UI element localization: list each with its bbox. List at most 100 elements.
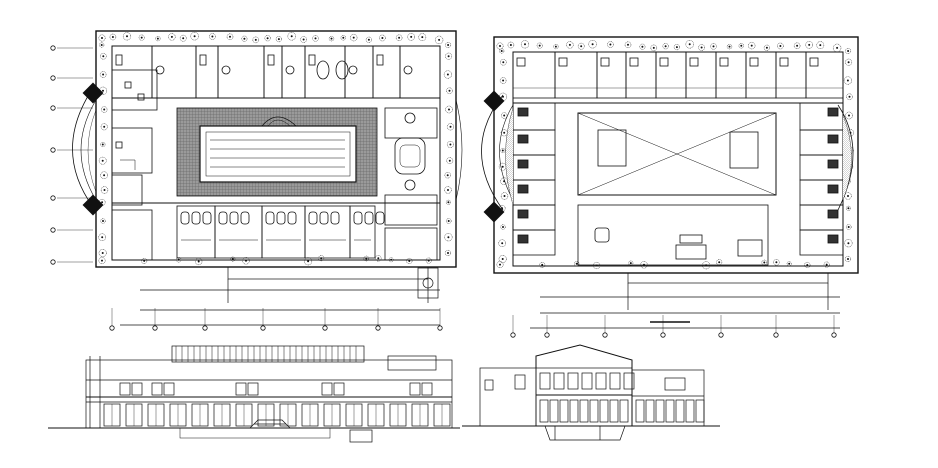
bed-icon [517,209,529,219]
tree-icon [98,249,107,257]
tree-icon [242,257,250,265]
plan-right-side-rooms [512,102,844,256]
window [581,372,593,390]
fixture [749,57,759,67]
tree-icon [574,261,580,267]
tree-icon [99,42,105,48]
bed-icon [827,134,839,144]
plan-left-top-rooms [111,45,441,99]
tree-icon [444,186,452,194]
room [111,45,153,99]
plan-left [50,30,463,331]
window [549,399,559,423]
fixture [353,211,363,225]
tree-icon [624,41,632,49]
fixture [202,211,212,225]
tree-icon [507,41,515,49]
tree-icon [445,105,453,114]
section-left-wing [479,367,537,427]
window [645,399,655,423]
plan-left-driveway [120,266,440,326]
window [695,399,705,423]
tree-icon [155,36,161,42]
grid-marker [831,332,837,338]
grid-marker [322,325,328,331]
tree-icon [499,48,505,54]
lobby-hall [577,204,769,266]
tree-icon [287,32,296,41]
fixture [403,65,413,75]
tree-icon [444,233,453,242]
tree-icon [673,44,680,51]
curved-entrance-left [72,87,94,208]
window [609,372,621,390]
elevation-left [48,345,460,443]
tree-icon [445,42,452,48]
corner-column-top [483,90,505,112]
window [421,382,433,396]
tree-icon [805,41,813,49]
tree-icon [710,43,717,50]
window [333,382,345,396]
tree-icon [498,239,506,247]
tree-icon [241,35,248,42]
elevation-roof-bars [175,346,357,362]
grid-marker [202,325,208,331]
fixture [240,211,250,225]
window [163,382,175,396]
window [553,372,565,390]
tree-icon [99,71,107,78]
grid-marker [50,227,56,233]
room [261,205,306,259]
grid-marker [50,105,56,111]
window [151,382,163,396]
tree-icon [230,256,236,262]
tree-icon [98,156,107,165]
tree-icon [407,33,415,41]
tree-icon [845,205,851,211]
plan-right-grid-markers [510,315,837,338]
tree-icon [406,257,413,265]
tree-icon [499,77,507,84]
room [195,45,219,99]
room [217,45,265,99]
tree-icon [500,147,506,154]
bed-icon [827,107,839,117]
fixture [779,57,789,67]
tree-icon [425,257,432,264]
room [805,51,844,99]
room-right [799,102,844,131]
window [655,399,665,423]
room [685,51,717,99]
plan-right [481,36,859,338]
tree-icon [501,112,508,119]
fixture [600,57,610,67]
tree-icon [845,58,853,66]
tree-icon [328,35,335,42]
plan-right-tree-border [496,40,855,270]
tree-icon [446,141,454,148]
window [321,382,333,396]
tree-icon [685,40,694,49]
fixture [199,54,207,66]
plan-right-top-rooms [512,51,844,104]
swimming-pool [199,125,357,183]
tree-icon [312,35,319,42]
window [119,382,131,396]
grid-marker [50,259,56,265]
window [567,372,579,390]
section-right [462,344,720,441]
tree-icon [98,233,106,241]
room [372,45,401,99]
fixture [267,54,275,66]
tree-icon [252,36,260,44]
tree-icon [445,218,452,224]
grid-marker [602,332,608,338]
tree-icon [98,198,106,206]
pool-lane-lines [210,139,345,168]
tree-icon [536,42,543,49]
tree-icon [350,33,358,42]
room [655,51,687,99]
grid-marker [152,325,158,331]
